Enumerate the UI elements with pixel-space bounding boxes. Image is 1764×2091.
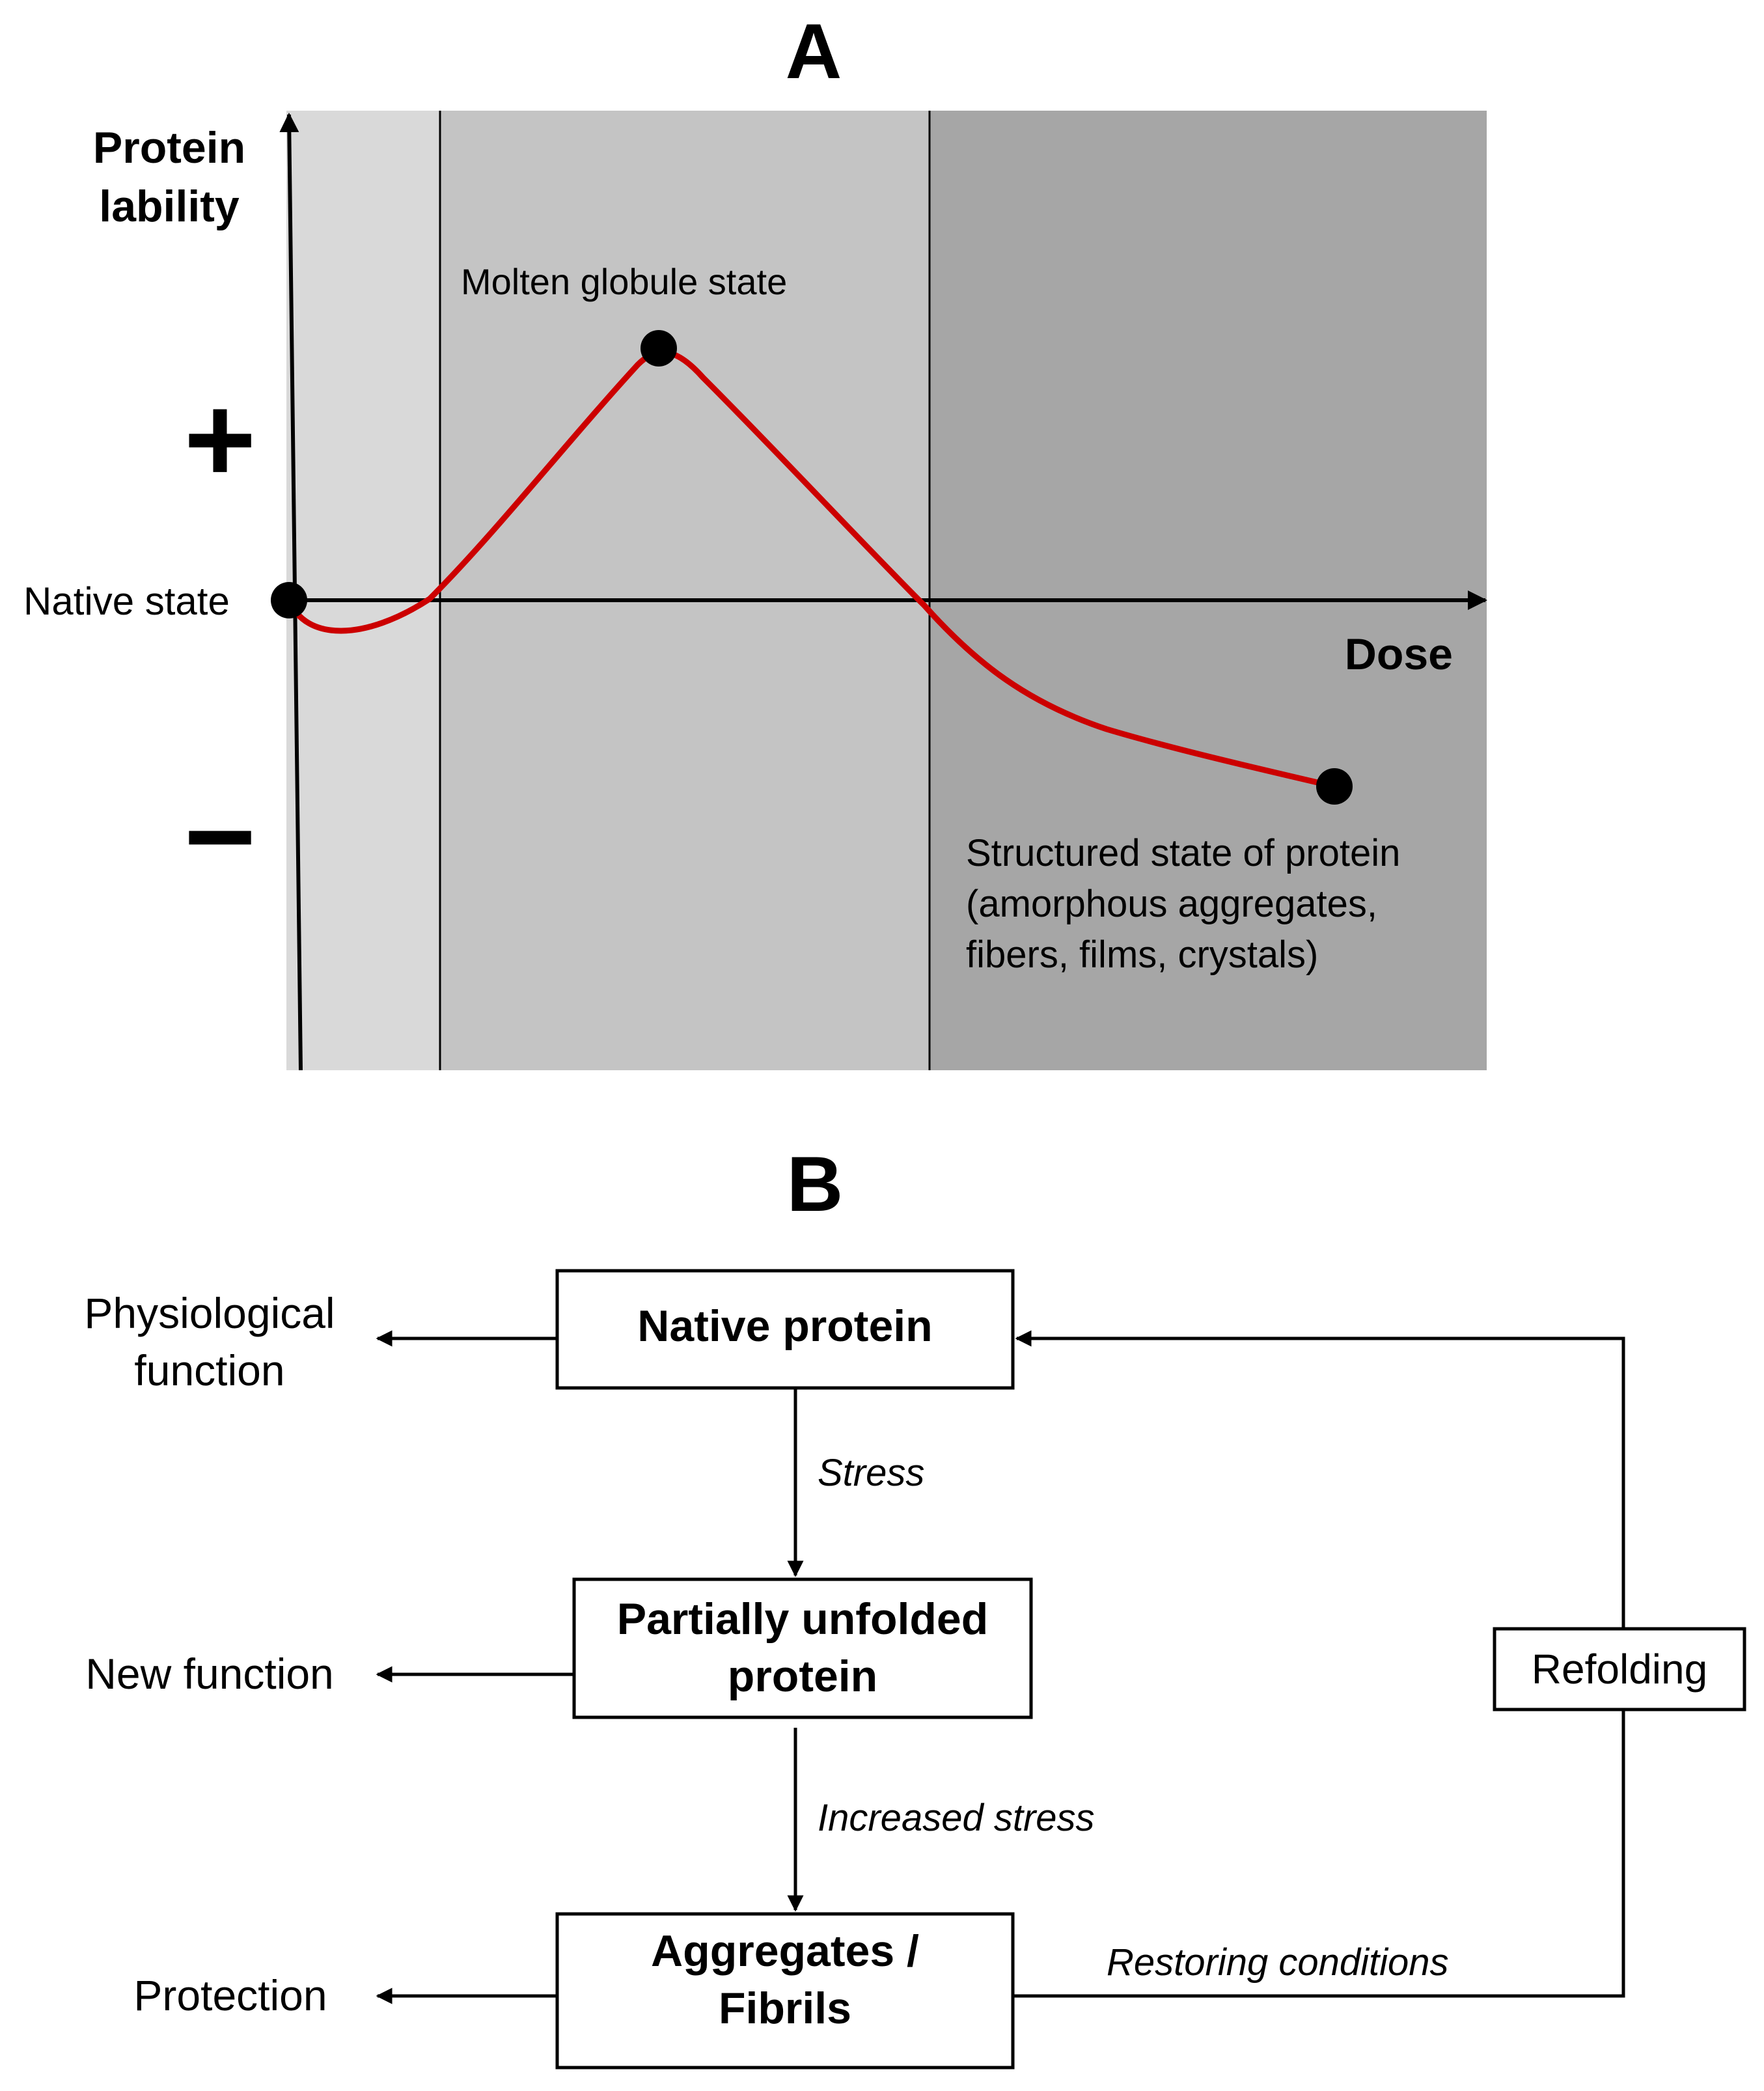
- panel-b-flowchart: Native protein Partially unfolded protei…: [84, 1269, 1746, 2070]
- molten-globule-point: [641, 330, 677, 367]
- panel-a-chart: Protein lability + − Native state Molten…: [23, 111, 1487, 1071]
- native-state-label: Native state: [23, 579, 230, 623]
- structured-state-line1: Structured state of protein: [966, 832, 1400, 874]
- region-low-dose: [286, 111, 440, 1070]
- plus-sign: +: [184, 370, 256, 508]
- stress-label: Stress: [818, 1452, 924, 1494]
- y-axis-label-line2: lability: [99, 182, 240, 231]
- physiological-function-line2: function: [134, 1346, 284, 1394]
- panel-b-label: B: [787, 1141, 844, 1228]
- physiological-function-line1: Physiological: [84, 1289, 335, 1337]
- restoring-conditions-line: [1013, 1710, 1625, 1998]
- panel-a-label: A: [786, 8, 842, 95]
- native-protein-box: [555, 1269, 1015, 1390]
- restoring-conditions-label: Restoring conditions: [1107, 1941, 1449, 1984]
- aggregates-box: [555, 1912, 1015, 2070]
- lability-curve: [286, 349, 1336, 790]
- x-axis-label: Dose: [1345, 630, 1453, 679]
- partially-unfolded-line2: protein: [728, 1652, 877, 1701]
- aggregates-line2: Fibrils: [719, 1984, 851, 2033]
- minus-sign: −: [184, 768, 256, 906]
- structured-state-line3: fibers, films, crystals): [966, 934, 1318, 976]
- refolding-box: [1493, 1627, 1746, 1711]
- structured-state-point: [1316, 768, 1353, 805]
- region-mid-dose: [440, 111, 930, 1070]
- native-protein-label: Native protein: [637, 1301, 932, 1351]
- molten-globule-label: Molten globule state: [461, 261, 787, 302]
- partially-unfolded-line1: Partially unfolded: [617, 1594, 989, 1644]
- increased-stress-label: Increased stress: [818, 1797, 1095, 1839]
- region-high-dose: [930, 111, 1487, 1070]
- y-axis-label-line1: Protein: [93, 123, 245, 173]
- aggregates-line1: Aggregates /: [651, 1926, 919, 1976]
- protection-label: Protection: [133, 1971, 327, 2019]
- partially-unfolded-box: [572, 1577, 1033, 1719]
- refolding-label: Refolding: [1532, 1646, 1707, 1693]
- new-function-label: New function: [85, 1650, 334, 1698]
- refolding-return-arrow: [1015, 1330, 1625, 1629]
- structured-state-line2: (amorphous aggregates,: [966, 883, 1377, 925]
- native-state-point: [271, 582, 307, 618]
